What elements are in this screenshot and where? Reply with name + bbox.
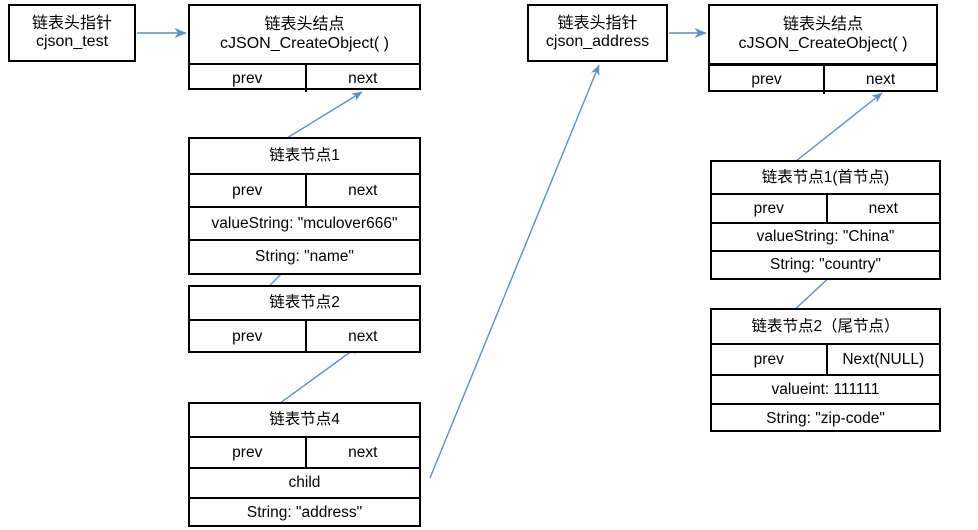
left-node-4-box: 链表节点4 prev next child String: "address" [188,402,421,527]
left-node-1-prev: prev [232,181,263,199]
left-head-node-line2: cJSON_CreateObject( ) [220,34,389,52]
right-node-1-string: String: "country" [712,250,939,278]
right-node-1-pointer-row: prev next [712,193,939,222]
right-node-2-string: String: "zip-code" [712,403,939,432]
right-node-1-next: next [825,195,940,222]
right-head-pointer-box: 链表头指针 cjson_address [527,4,668,62]
right-node-1-prev: prev [753,199,784,217]
right-node-2-prev: prev [753,350,784,368]
right-head-node-line1: 链表头结点 [782,16,863,34]
left-head-node-title: 链表头结点 cJSON_CreateObject( ) [190,6,419,63]
left-node-1-box: 链表节点1 prev next valueString: "mculover66… [188,137,421,275]
left-head-node-line1: 链表头结点 [264,16,345,34]
right-node-2-pointer-row: prev Next(NULL) [712,343,939,374]
left-node-2-title: 链表节点2 [269,294,340,312]
left-node-2-next: next [304,321,420,353]
right-node-2-title: 链表节点2（尾节点） [751,317,900,335]
left-head-node-pointer-row: prev next [190,63,419,92]
right-node-2-value: valueint: 111111 [712,374,939,403]
right-head-node-title: 链表头结点 cJSON_CreateObject( ) [710,6,936,63]
left-node-4-title: 链表节点4 [269,411,340,429]
right-head-pointer-text: 链表头指针 cjson_address [529,6,666,60]
left-head-pointer-line2: cjson_test [35,33,109,50]
left-node-4-child: child [190,467,419,497]
right-node-1-value: valueString: "China" [712,222,939,250]
right-head-pointer-line1: 链表头指针 [557,14,638,32]
right-head-node-box: 链表头结点 cJSON_CreateObject( ) prev next [708,4,938,94]
left-head-pointer-line1: 链表头指针 [31,14,112,32]
left-head-pointer-box: 链表头指针 cjson_test [8,4,136,62]
right-head-node-line2: cJSON_CreateObject( ) [738,34,908,52]
right-head-node-pointer-row: prev next [710,63,936,94]
left-node-4-pointer-row: prev next [190,436,419,467]
right-node-1-box: 链表节点1(首节点) prev next valueString: "China… [710,160,941,280]
left-head-node-prev: prev [232,69,263,87]
left-node-4-prev: prev [232,443,263,461]
left-node-1-next: next [304,175,420,206]
right-node-2-box: 链表节点2（尾节点） prev Next(NULL) valueint: 111… [710,308,941,432]
left-head-pointer-text: 链表头指针 cjson_test [10,6,134,60]
right-head-node-next: next [823,66,936,94]
right-node-2-next: Next(NULL) [825,345,940,374]
left-head-node-next: next [304,65,420,92]
left-node-1-title: 链表节点1 [269,147,340,165]
left-node-1-string: String: "name" [190,239,419,273]
left-node-2-pointer-row: prev next [190,319,419,353]
left-node-2-prev: prev [232,328,263,346]
left-node-4-string: String: "address" [190,497,419,527]
left-node-2-box: 链表节点2 prev next [188,285,421,353]
left-node-1-value: valueString: "mculover666" [190,206,419,239]
arrow-child-to-cjson-address [429,64,600,479]
right-head-node-prev: prev [751,71,782,89]
left-head-node-box: 链表头结点 cJSON_CreateObject( ) prev next [188,4,421,92]
right-head-pointer-line2: cjson_address [545,33,650,50]
right-node-1-title: 链表节点1(首节点) [761,168,890,186]
left-node-1-pointer-row: prev next [190,173,419,206]
left-node-4-next: next [304,438,420,467]
